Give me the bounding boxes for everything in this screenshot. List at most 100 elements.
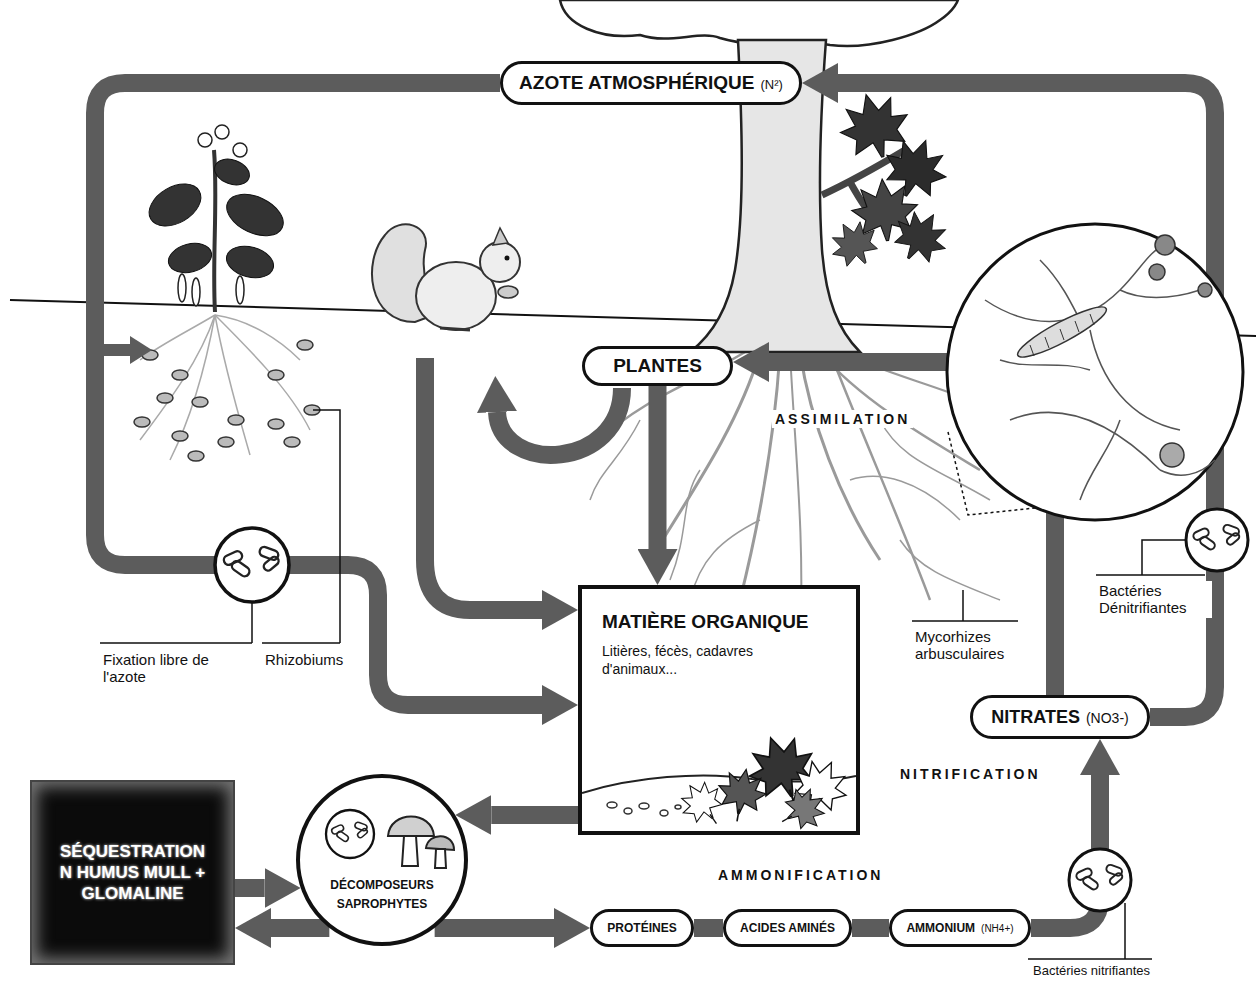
magnified-mycorrhiza xyxy=(1198,283,1212,297)
bean-plant xyxy=(215,125,229,139)
bean-plant xyxy=(188,451,204,461)
litter-illustration xyxy=(782,816,792,822)
text-group: AMMONIUM(NH4+) xyxy=(906,921,1013,935)
decomposer-circle: DÉCOMPOSEURS SAPROPHYTES xyxy=(296,774,468,946)
annotation-label: Rhizobiums xyxy=(262,650,346,669)
tree xyxy=(885,201,957,272)
litter-illustration xyxy=(607,802,617,808)
bean-plant xyxy=(268,419,284,429)
decomposer-icons xyxy=(435,849,446,868)
bean-plant xyxy=(142,350,158,360)
text-group: SÉQUESTRATION N HUMUS MULL + GLOMALINE xyxy=(58,841,208,905)
annotation-label: Fixation libre de l'azote xyxy=(100,650,236,687)
nitrates-box: NITRATES(NO3-) xyxy=(970,695,1150,739)
flow-arrows xyxy=(425,358,542,610)
litter-illustration xyxy=(639,803,649,809)
bean-plant xyxy=(172,370,188,380)
flow-arrow xyxy=(95,83,542,705)
annotation-label: Mycorhizes arbusculaires xyxy=(912,627,1028,664)
process-label: NITRIFICATION xyxy=(897,765,1044,783)
bean-plant xyxy=(297,340,313,350)
magnified-mycorrhiza xyxy=(1149,235,1212,467)
squirrel xyxy=(498,286,518,298)
squirrel xyxy=(372,224,520,330)
text-group: MATIÈRE ORGANIQUELitières, fécès, cadavr… xyxy=(602,611,836,678)
node-title: SÉQUESTRATION N HUMUS MULL + GLOMALINE xyxy=(60,842,206,904)
node-title: DÉCOMPOSEURS SAPROPHYTES xyxy=(330,878,433,911)
node-title: AZOTE ATMOSPHÉRIQUE xyxy=(519,72,754,94)
organic-matter-box: MATIÈRE ORGANIQUELitières, fécès, cadavr… xyxy=(578,585,860,835)
bean-plant xyxy=(178,274,186,302)
node-title: PLANTES xyxy=(613,355,702,377)
flow-arrow xyxy=(491,806,578,824)
bean-plant xyxy=(215,315,250,455)
flow-arrows xyxy=(104,344,130,356)
tree-roots xyxy=(900,540,1000,600)
bean-plant xyxy=(142,155,290,283)
node-text: Litières, fécès, cadavres d'animaux... xyxy=(602,643,777,678)
tree xyxy=(560,0,958,352)
tree-roots xyxy=(670,470,700,580)
bacteria-circle xyxy=(215,528,289,602)
node-text: (N²) xyxy=(761,77,783,92)
flow-arrow xyxy=(435,919,554,937)
litter-illustration xyxy=(660,810,668,816)
magnified-mycorrhiza xyxy=(1120,290,1200,298)
bacteria-circle xyxy=(230,559,251,578)
bean-plant xyxy=(233,143,247,157)
process-label: ASSIMILATION xyxy=(772,410,913,428)
bean-plant xyxy=(211,155,253,190)
magnified-mycorrhiza xyxy=(1149,264,1165,280)
sequestration-box: SÉQUESTRATION N HUMUS MULL + GLOMALINE xyxy=(30,780,235,965)
bean-plant xyxy=(172,431,188,441)
litter-illustration xyxy=(675,805,681,809)
text-group: NITRATES(NO3-) xyxy=(991,707,1128,728)
magnified-mycorrhiza xyxy=(1080,420,1120,500)
leader-line xyxy=(262,410,340,643)
node-title: PROTÉINES xyxy=(607,921,676,935)
bean-plant xyxy=(228,415,244,425)
squirrel xyxy=(493,228,508,245)
flow-arrow xyxy=(235,879,265,897)
flow-arrow xyxy=(649,386,667,549)
bean-plant xyxy=(284,437,300,447)
bean-plant xyxy=(268,370,284,380)
magnified-mycorrhiza xyxy=(1010,412,1160,470)
litter-illustration xyxy=(778,780,833,831)
bean-plant xyxy=(165,239,215,277)
magnified-mycorrhiza xyxy=(1013,300,1111,365)
text-group: ACIDES AMINÉS xyxy=(740,921,835,935)
bean-plant xyxy=(214,150,215,312)
tree-roots xyxy=(800,352,880,560)
bean-plant xyxy=(215,315,300,360)
litter-illustration xyxy=(772,780,833,831)
node-title: NITRATES xyxy=(991,707,1080,728)
litter-illustration xyxy=(582,721,856,831)
decomposer-icons xyxy=(402,836,418,866)
bean-plant xyxy=(140,315,215,360)
decomposer-icons xyxy=(326,810,374,858)
bean-plant xyxy=(134,417,150,427)
decomposer-icons xyxy=(388,817,434,837)
litter-illustration xyxy=(607,802,681,816)
bean-plant xyxy=(192,278,200,306)
magnified-mycorrhiza xyxy=(1030,314,1094,356)
litter-illustration xyxy=(737,809,739,822)
bacteria-circle xyxy=(1192,524,1241,551)
leader-line xyxy=(1028,903,1152,959)
bacteria-circle xyxy=(222,546,280,578)
magnified-mycorrhiza xyxy=(1090,330,1180,430)
bean-plant xyxy=(215,315,310,430)
tree-roots xyxy=(850,476,960,520)
magnified-mycorrhiza xyxy=(1000,360,1090,370)
bean-plant xyxy=(192,397,208,407)
process-label: AMMONIFICATION xyxy=(715,866,886,884)
bacteria-circle xyxy=(1082,875,1100,891)
litter-illustration xyxy=(715,765,770,817)
bean-plant xyxy=(140,315,310,460)
process-pill: ACIDES AMINÉS xyxy=(723,909,852,947)
bacteria-circle xyxy=(1186,509,1248,571)
litter-illustration xyxy=(673,774,730,830)
